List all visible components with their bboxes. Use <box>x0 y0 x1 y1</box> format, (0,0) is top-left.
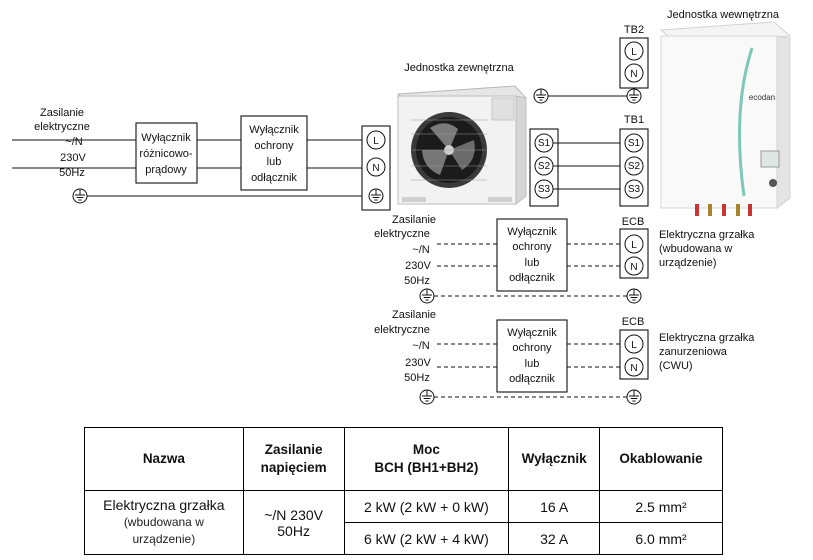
ecb2-terminal-block: L N <box>619 329 649 380</box>
svg-text:elektryczne: elektryczne <box>34 121 90 133</box>
power-supply-1-label: Zasilanie elektryczne ~/N 230V 50Hz <box>34 107 90 179</box>
svg-text:Wyłącznik: Wyłącznik <box>249 124 299 136</box>
ground-icon <box>626 389 642 405</box>
svg-text:lub: lub <box>525 257 540 269</box>
svg-text:~/N: ~/N <box>412 244 429 256</box>
ground-icon <box>626 88 642 104</box>
ground-icon <box>368 188 384 204</box>
ground-icon <box>72 188 88 204</box>
svg-text:prądowy: prądowy <box>145 164 187 176</box>
cell-power: 2 kW (2 kW + 0 kW) <box>343 490 510 523</box>
svg-text:L: L <box>631 340 637 351</box>
svg-text:N: N <box>630 363 637 374</box>
outdoor-unit-image <box>396 85 528 206</box>
svg-text:elektryczne: elektryczne <box>374 228 430 240</box>
breaker-box-1: Wyłącznik ochrony lub odłącznik <box>240 115 308 191</box>
svg-text:urządzenie): urządzenie) <box>659 257 716 269</box>
svg-text:(CWU): (CWU) <box>659 360 693 372</box>
svg-text:Elektryczna grzałka: Elektryczna grzałka <box>659 229 755 241</box>
svg-text:elektryczne: elektryczne <box>374 324 430 336</box>
cell-wiring: 2.5 mm² <box>599 490 723 523</box>
tb2-terminal-block: L N <box>619 37 649 89</box>
svg-text:S1: S1 <box>628 138 641 149</box>
svg-text:różnicowo-: różnicowo- <box>139 148 193 160</box>
header-wiring: Okablowanie <box>599 427 723 491</box>
ground-icon <box>419 288 435 304</box>
table-row: Elektryczna grzałka (wbudowana w urządze… <box>84 490 723 555</box>
svg-text:odłącznik: odłącznik <box>509 373 555 385</box>
svg-text:ochrony: ochrony <box>512 241 552 253</box>
cell-breaker: 16 A <box>508 490 601 523</box>
svg-text:ochrony: ochrony <box>512 342 552 354</box>
svg-text:L: L <box>373 136 379 147</box>
svg-text:50Hz: 50Hz <box>404 275 430 287</box>
svg-text:S3: S3 <box>538 184 551 195</box>
svg-text:L: L <box>631 240 637 251</box>
svg-text:~/N: ~/N <box>65 136 82 148</box>
ground-icon <box>533 88 549 104</box>
svg-text:Wyłącznik: Wyłącznik <box>141 132 191 144</box>
svg-text:Zasilanie: Zasilanie <box>392 309 436 321</box>
svg-text:230V: 230V <box>405 357 431 369</box>
ecb1-label: ECB <box>622 216 645 228</box>
svg-text:ochrony: ochrony <box>254 140 294 152</box>
ecb2-label: ECB <box>622 316 645 328</box>
header-name: Nazwa <box>84 427 244 491</box>
heater-builtin-label: Elektryczna grzałka (wbudowana w urządze… <box>659 229 755 269</box>
svg-text:N: N <box>630 262 637 273</box>
svg-text:Wyłącznik: Wyłącznik <box>507 226 557 238</box>
svg-text:ecodan: ecodan <box>749 93 775 102</box>
svg-text:(wbudowana w: (wbudowana w <box>659 243 732 255</box>
breaker-box-3: Wyłącznik ochrony lub odłącznik <box>496 319 568 393</box>
svg-text:230V: 230V <box>60 152 86 164</box>
header-power: Moc BCH (BH1+BH2) <box>343 427 510 491</box>
outdoor-unit-label: Jednostka zewnętrzna <box>404 62 514 74</box>
svg-text:50Hz: 50Hz <box>404 372 430 384</box>
table-header-row: Nazwa Zasilanie napięciem Moc BCH (BH1+B… <box>84 427 723 491</box>
cell-supply: ~/N 230V 50Hz <box>242 490 345 555</box>
svg-text:N: N <box>630 69 637 80</box>
svg-text:S1: S1 <box>538 138 551 149</box>
svg-text:S2: S2 <box>538 161 551 172</box>
svg-text:N: N <box>372 163 379 174</box>
svg-text:zanurzeniowa: zanurzeniowa <box>659 346 728 358</box>
indoor-unit-image: ecodan <box>659 21 792 216</box>
ground-icon <box>419 389 435 405</box>
spec-table: Nazwa Zasilanie napięciem Moc BCH (BH1+B… <box>84 427 723 555</box>
svg-text:50Hz: 50Hz <box>59 167 85 179</box>
outdoor-s-terminal-block: S1 S2 S3 <box>529 128 559 207</box>
cell-wiring: 6.0 mm² <box>599 522 723 555</box>
svg-text:odłącznik: odłącznik <box>251 172 297 184</box>
cell-name: Elektryczna grzałka (wbudowana w urządze… <box>84 490 244 555</box>
svg-text:odłącznik: odłącznik <box>509 272 555 284</box>
cell-power: 6 kW (2 kW + 4 kW) <box>343 522 510 555</box>
svg-text:S2: S2 <box>628 161 641 172</box>
header-breaker: Wyłącznik <box>508 427 601 491</box>
wiring-diagram: Zasilanie elektryczne ~/N 230V 50Hz Wyłą… <box>12 9 792 405</box>
tb1-label: TB1 <box>624 114 644 126</box>
tb2-label: TB2 <box>624 24 644 36</box>
table-row: 6 kW (2 kW + 4 kW) 32 A 6.0 mm² <box>85 522 723 555</box>
power-supply-2-label: Zasilanie elektryczne ~/N 230V 50Hz <box>374 214 436 287</box>
rcd-box: Wyłącznik różnicowo- prądowy <box>135 122 198 184</box>
svg-text:L: L <box>631 47 637 58</box>
breaker-box-2: Wyłącznik ochrony lub odłącznik <box>496 218 568 292</box>
power-supply-3-label: Zasilanie elektryczne ~/N 230V 50Hz <box>374 309 436 384</box>
svg-text:lub: lub <box>267 156 282 168</box>
svg-text:~/N: ~/N <box>412 340 429 352</box>
svg-text:230V: 230V <box>405 260 431 272</box>
tb1-terminal-block: S1 S2 S3 <box>619 128 649 207</box>
svg-text:Wyłącznik: Wyłącznik <box>507 327 557 339</box>
ground-icon <box>626 288 642 304</box>
cell-breaker: 32 A <box>508 522 601 555</box>
ecb1-terminal-block: L N <box>619 228 649 279</box>
svg-text:Zasilanie: Zasilanie <box>40 107 84 119</box>
svg-text:Zasilanie: Zasilanie <box>392 214 436 226</box>
heater-immersion-label: Elektryczna grzałka zanurzeniowa (CWU) <box>659 332 755 372</box>
svg-text:S3: S3 <box>628 184 641 195</box>
svg-text:lub: lub <box>525 358 540 370</box>
header-supply: Zasilanie napięciem <box>242 427 345 491</box>
indoor-unit-label: Jednostka wewnętrzna <box>667 9 780 21</box>
svg-text:Elektryczna grzałka: Elektryczna grzałka <box>659 332 755 344</box>
